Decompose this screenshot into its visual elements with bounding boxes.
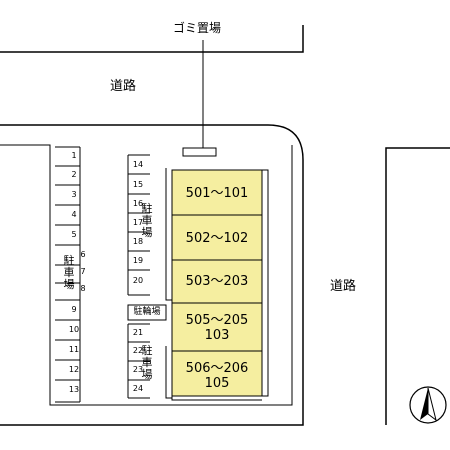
parking-space-15: 15 xyxy=(132,180,144,189)
parking-space-9: 9 xyxy=(71,305,77,314)
parking-space-8: 8 xyxy=(80,284,86,293)
bicycle-parking-box xyxy=(127,304,167,321)
parking-space-6: 6 xyxy=(80,250,86,259)
walkway-line-bottom xyxy=(165,346,172,399)
left-parking-column xyxy=(55,146,81,403)
walkway-line-top xyxy=(165,168,172,301)
unit-label-502: 502～102 xyxy=(185,231,249,246)
parking-space-2: 2 xyxy=(71,170,77,179)
parking-space-3: 3 xyxy=(71,190,77,199)
mid-parking-column-top xyxy=(127,154,150,296)
parking-space-1: 1 xyxy=(71,151,77,160)
lot-boundary xyxy=(0,124,304,426)
building-blocks xyxy=(171,169,263,397)
mid-parking-column-bottom xyxy=(127,323,150,399)
parking-space-22: 22 xyxy=(132,346,144,355)
parking-space-21: 21 xyxy=(132,328,144,337)
parking-space-19: 19 xyxy=(132,256,144,265)
parking-space-16: 16 xyxy=(132,199,144,208)
parking-space-14: 14 xyxy=(132,160,144,169)
parking-space-18: 18 xyxy=(132,237,144,246)
parking-space-5: 5 xyxy=(71,230,77,239)
parking-area-outline xyxy=(0,144,293,406)
building-505 xyxy=(171,302,263,352)
garbage-label: ゴミ置場 xyxy=(173,21,222,35)
top-lot-boundary xyxy=(0,25,304,53)
parking-space-4: 4 xyxy=(71,210,77,219)
road-top-label: 道路 xyxy=(110,79,137,94)
parking-label-left: 駐車場 xyxy=(63,254,75,291)
building-503 xyxy=(171,259,263,304)
building-502 xyxy=(171,214,263,261)
parking-space-20: 20 xyxy=(132,276,144,285)
bicycle-parking-label: 駐輪場 xyxy=(133,307,161,317)
parking-label-mid-bottom: 駐車場 xyxy=(141,344,153,381)
road-right-label: 道路 xyxy=(330,279,357,294)
parking-space-17: 17 xyxy=(132,218,144,227)
building-506 xyxy=(171,350,263,397)
parking-label-mid-top: 駐車場 xyxy=(141,202,153,239)
parking-space-23: 23 xyxy=(132,365,144,374)
parking-space-12: 12 xyxy=(68,365,80,374)
parking-space-7: 7 xyxy=(80,267,86,276)
north-arrow-icon xyxy=(409,386,447,424)
parking-space-24: 24 xyxy=(132,384,144,393)
parking-space-13: 13 xyxy=(68,385,80,394)
parking-space-11: 11 xyxy=(68,345,80,354)
unit-label-501: 501～101 xyxy=(185,186,249,201)
unit-label-503: 503～203 xyxy=(185,274,249,289)
parking-space-10: 10 xyxy=(68,325,80,334)
building-side-lines xyxy=(171,169,269,401)
garbage-box xyxy=(182,147,217,157)
right-lot-boundary xyxy=(385,147,450,425)
